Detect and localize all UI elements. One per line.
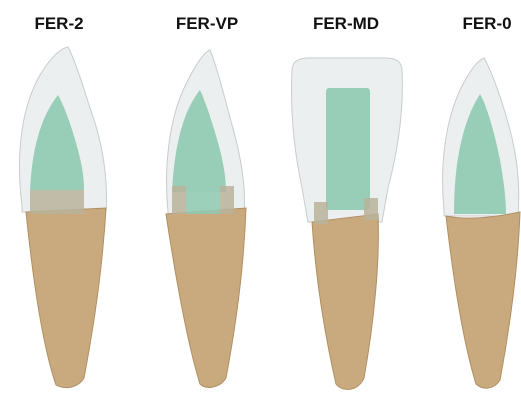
- ferrule-patch: [30, 190, 84, 214]
- tooth-fer-0: [430, 0, 521, 401]
- tooth-fer-vp: [150, 0, 270, 401]
- root: [446, 212, 520, 388]
- ferrule-patch-palatal: [220, 186, 234, 214]
- root: [26, 208, 106, 388]
- tooth-fer-md: [286, 0, 406, 401]
- root: [312, 214, 378, 389]
- post: [326, 88, 370, 210]
- tooth-fer-2: [0, 0, 120, 401]
- ferrule-patch-buccal: [172, 186, 186, 214]
- ferrule-patch-mesial: [314, 202, 328, 224]
- post-band: [186, 192, 220, 214]
- ferrule-patch-distal: [364, 198, 378, 220]
- root: [166, 208, 246, 387]
